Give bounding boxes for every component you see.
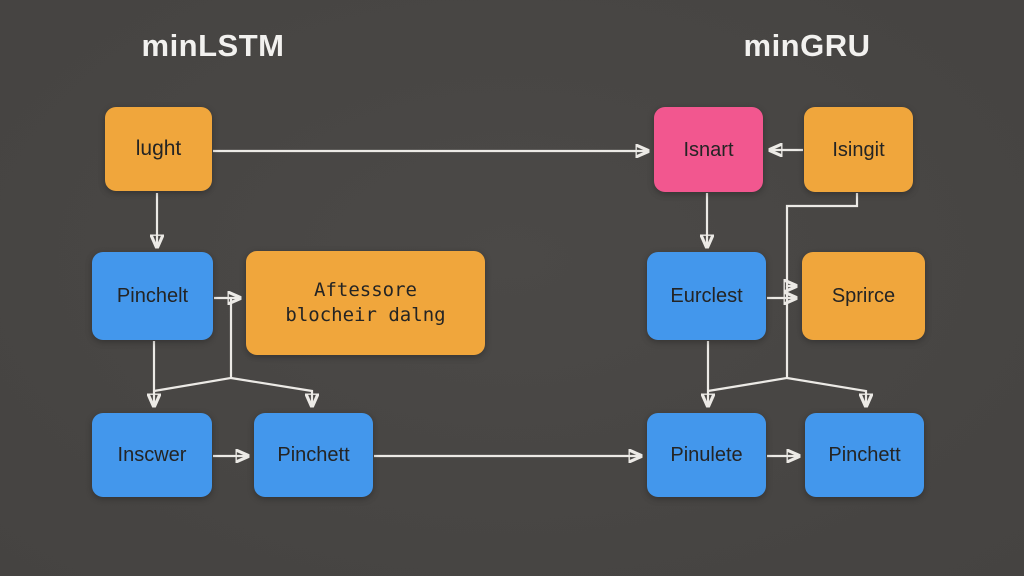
node-pinchett-right: Pinchett <box>805 413 924 497</box>
node-lught-label: lught <box>135 137 182 161</box>
node-inscwer-label: Inscwer <box>117 444 187 466</box>
node-pinchett-left: Pinchett <box>254 413 373 497</box>
node-pinchett-right-label: Pinchett <box>828 444 901 466</box>
node-sprirce-label: Sprirce <box>831 285 896 307</box>
node-eurclest-label: Eurclest <box>670 285 743 307</box>
node-aftessore: Aftessore blocheir dalng <box>246 251 485 355</box>
node-isingit: Isingit <box>804 107 913 192</box>
edge-branch-pinchett-left <box>230 376 312 404</box>
node-pinchelt-label: Pinchelt <box>116 285 189 307</box>
edge-isingit-sprirce <box>787 193 859 286</box>
node-isnart-label: Isnart <box>683 138 734 161</box>
node-pinchelt: Pinchelt <box>92 252 213 340</box>
node-isingit-label: Isingit <box>832 138 885 161</box>
node-lught: lught <box>105 107 212 191</box>
node-isnart: Isnart <box>654 107 763 192</box>
edge-branch-pinchett-right <box>786 376 866 404</box>
node-pinulete: Pinulete <box>647 413 766 497</box>
node-pinulete-label: Pinulete <box>670 444 743 466</box>
title-mingru: minGRU <box>743 28 871 63</box>
node-pinchett-left-label: Pinchett <box>277 444 350 466</box>
node-sprirce: Sprirce <box>802 252 925 340</box>
node-aftessore-line2: blocheir dalng <box>285 304 446 326</box>
node-aftessore-line1: Aftessore <box>314 279 417 302</box>
node-inscwer: Inscwer <box>92 413 212 497</box>
title-minlstm: minLSTM <box>141 28 285 63</box>
node-eurclest: Eurclest <box>647 252 766 340</box>
